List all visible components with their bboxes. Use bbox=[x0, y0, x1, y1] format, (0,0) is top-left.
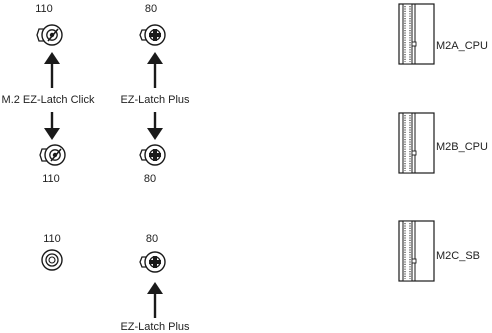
arrow-up-icon bbox=[44, 52, 60, 88]
slot-label: M2C_SB bbox=[436, 250, 480, 262]
arrow-up-icon bbox=[147, 52, 163, 88]
m2-slot-icon bbox=[398, 3, 435, 65]
latch-size-label: 110 bbox=[43, 233, 61, 245]
latch-size-label: 110 bbox=[35, 3, 53, 15]
m2-slot-icon bbox=[398, 220, 435, 282]
ez-latch-click-icon bbox=[36, 24, 63, 46]
ez-latch-plus-icon bbox=[139, 251, 166, 273]
arrow-down-icon bbox=[44, 112, 60, 140]
latch-size-label: 80 bbox=[144, 173, 156, 185]
ez-latch-click-icon bbox=[39, 144, 66, 166]
slot-label: M2A_CPU bbox=[436, 40, 488, 52]
m2-slot-icon bbox=[398, 112, 435, 174]
slot-label: M2B_CPU bbox=[436, 141, 488, 153]
ez-latch-plus-icon bbox=[139, 24, 166, 46]
latch-type-caption: EZ-Latch Plus bbox=[120, 321, 190, 333]
latch-type-caption: M.2 EZ-Latch Click bbox=[2, 94, 95, 106]
latch-size-label: 110 bbox=[42, 173, 60, 185]
arrow-down-icon bbox=[147, 112, 163, 140]
arrow-up-icon bbox=[147, 282, 163, 318]
latch-size-label: 80 bbox=[145, 3, 157, 15]
ez-latch-plus-icon bbox=[139, 144, 166, 166]
latch-size-label: 80 bbox=[146, 233, 158, 245]
latch-type-caption: EZ-Latch Plus bbox=[120, 94, 190, 106]
standoff-icon bbox=[41, 249, 63, 271]
